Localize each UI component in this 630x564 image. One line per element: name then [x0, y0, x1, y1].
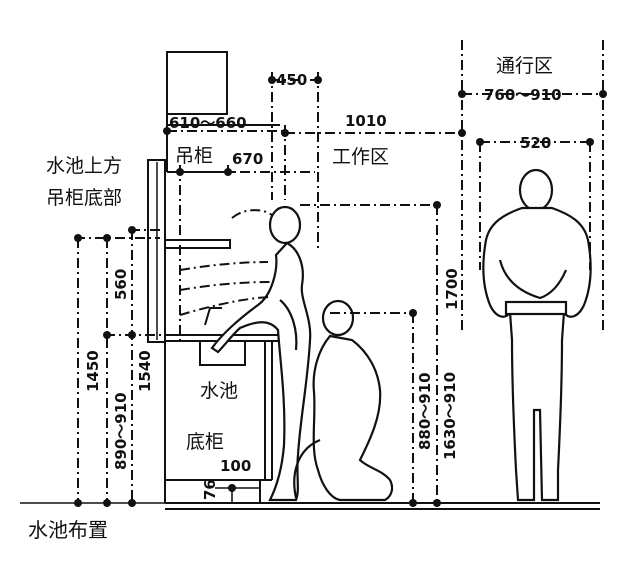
dim-1010: 1010 [345, 112, 387, 130]
dimension-dots [74, 76, 607, 507]
standing-person-figure [210, 205, 312, 502]
dim-610-660: 610～660 [169, 114, 247, 132]
dim-880-910: 880～910 [416, 372, 434, 450]
dim-100: 100 [220, 457, 251, 475]
reach-arcs [179, 209, 273, 316]
dim-760-910: 760～910 [484, 86, 562, 104]
crouching-person-figure [293, 299, 394, 502]
label-sink-layout: 水池布置 [28, 518, 108, 542]
label-passage-zone: 通行区 [496, 55, 553, 77]
dim-450: 450 [276, 71, 307, 89]
dimension-lines [75, 40, 604, 503]
label-base-cabinet: 底柜 [186, 431, 224, 453]
hood-shelf [165, 239, 231, 249]
dim-560: 560 [112, 269, 130, 300]
dim-520: 520 [520, 134, 551, 152]
dimension-values: 450 610～660 1010 670 760～910 520 100 560… [84, 71, 562, 500]
label-above-sink-line1: 水池上方 [46, 155, 122, 177]
dim-1540: 1540 [136, 350, 154, 392]
floor [20, 502, 600, 510]
label-sink: 水池 [200, 380, 238, 402]
text-labels: 水池上方 吊柜底部 吊柜 工作区 通行区 水池 底柜 水池布置 [28, 55, 553, 542]
label-wall-cabinet: 吊柜 [175, 145, 213, 167]
label-above-sink-line2: 吊柜底部 [46, 187, 122, 209]
dim-670: 670 [232, 150, 263, 168]
dim-76: 76 [201, 479, 219, 500]
label-work-zone: 工作区 [332, 146, 389, 168]
dim-1630-910: 1630～910 [441, 372, 459, 460]
above-sink-cabinet [147, 159, 166, 343]
dim-890-910: 890～910 [112, 392, 130, 470]
back-view-person-figure [482, 168, 592, 502]
dim-1700: 1700 [443, 268, 461, 310]
dim-1450: 1450 [84, 350, 102, 392]
